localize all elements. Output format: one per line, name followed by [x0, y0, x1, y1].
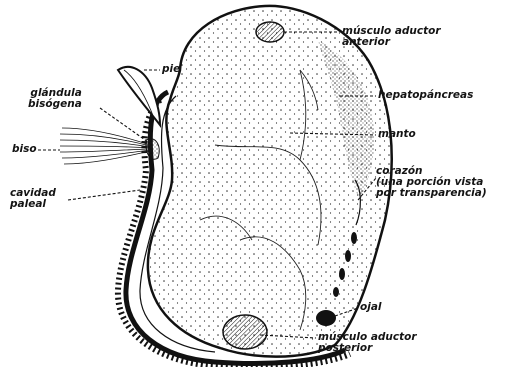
- label-musculo-aductor-posterior: músculo aductor posterior: [318, 332, 417, 354]
- anterior-adductor-muscle: [256, 22, 284, 42]
- byssal-gland: [146, 139, 159, 160]
- label-corazon: corazón (una porción vista por transpare…: [376, 166, 487, 199]
- label-musculo-aductor-anterior: músculo aductor anterior: [342, 26, 441, 48]
- label-ojal: ojal: [360, 302, 382, 313]
- label-pie: pie: [162, 64, 180, 75]
- posterior-adductor-muscle: [223, 315, 267, 349]
- label-biso: biso: [12, 144, 37, 155]
- label-glandula-bisogena: glándula bisógena: [28, 88, 82, 110]
- byssus-threads: [60, 128, 150, 164]
- label-cavidad-paleal: cavidad paleal: [10, 188, 56, 210]
- ojal-aperture: [316, 310, 336, 326]
- label-hepatopancreas: hepatopáncreas: [378, 90, 473, 101]
- label-manto: manto: [378, 129, 416, 140]
